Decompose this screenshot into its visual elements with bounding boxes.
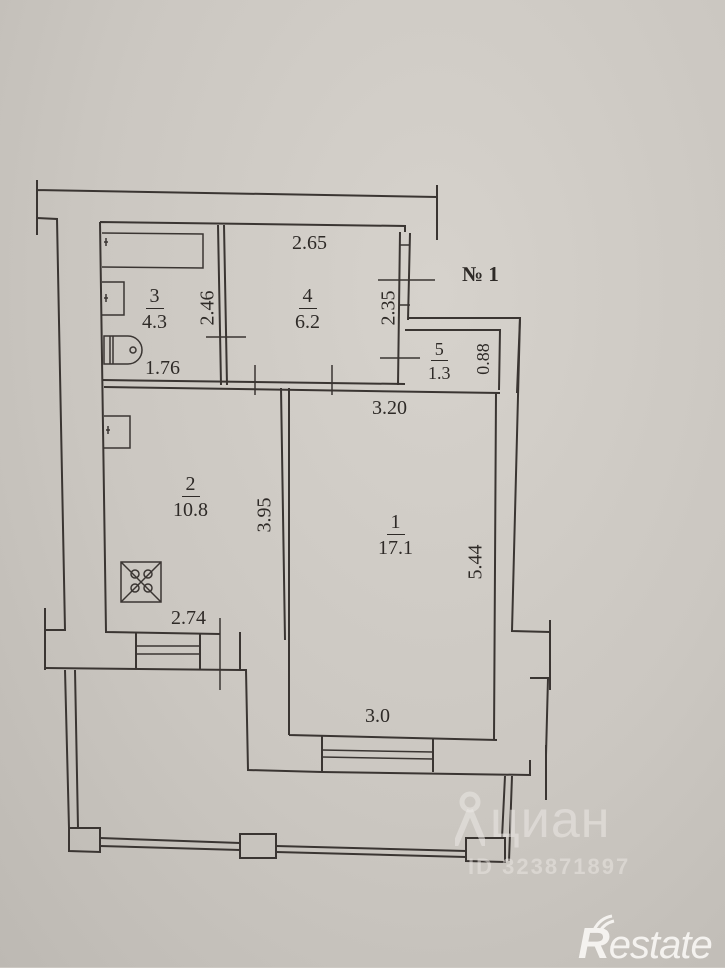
dim-room3-width: 1.76 (145, 357, 180, 379)
room-2-number: 2 (181, 474, 200, 497)
restate-initial: R (578, 919, 610, 968)
dim-room4-height: 2.35 (377, 290, 400, 326)
room-5-label: 5 1.3 (428, 340, 451, 382)
room-2-area: 10.8 (173, 499, 208, 521)
room-4-number: 4 (298, 286, 317, 309)
room-3-area: 4.3 (142, 311, 167, 333)
room-1-area: 17.1 (378, 537, 413, 559)
room-4-area: 6.2 (295, 311, 320, 333)
dim-room1-top-width: 3.20 (372, 397, 407, 419)
apartment-number: № 1 (462, 262, 499, 286)
cian-watermark: циан (490, 791, 611, 849)
dim-room2-width: 2.74 (171, 607, 206, 629)
restate-logo-icon (592, 914, 615, 932)
room-1-number: 1 (386, 512, 405, 535)
room-4-label: 4 6.2 (295, 286, 320, 332)
room-1-label: 1 17.1 (378, 512, 413, 558)
restate-text: estate (608, 923, 713, 967)
room-3-label: 3 4.3 (142, 286, 167, 332)
cian-logo-icon (455, 791, 485, 846)
dim-room2-height: 3.95 (253, 497, 276, 533)
room-3-number: 3 (145, 286, 164, 309)
room-5-number: 5 (430, 340, 448, 361)
dim-room3-height: 2.46 (196, 290, 219, 326)
listing-id-watermark: ID 323871897 (468, 854, 631, 879)
dim-room1-height: 5.44 (464, 544, 487, 580)
room-2-label: 2 10.8 (173, 474, 208, 520)
dim-room5-height: 0.88 (472, 343, 493, 375)
room-5-area: 1.3 (428, 363, 451, 383)
dim-room4-width: 2.65 (292, 232, 327, 254)
restate-watermark: Restate (578, 919, 713, 968)
dim-room1-bottom-width: 3.0 (365, 705, 390, 727)
